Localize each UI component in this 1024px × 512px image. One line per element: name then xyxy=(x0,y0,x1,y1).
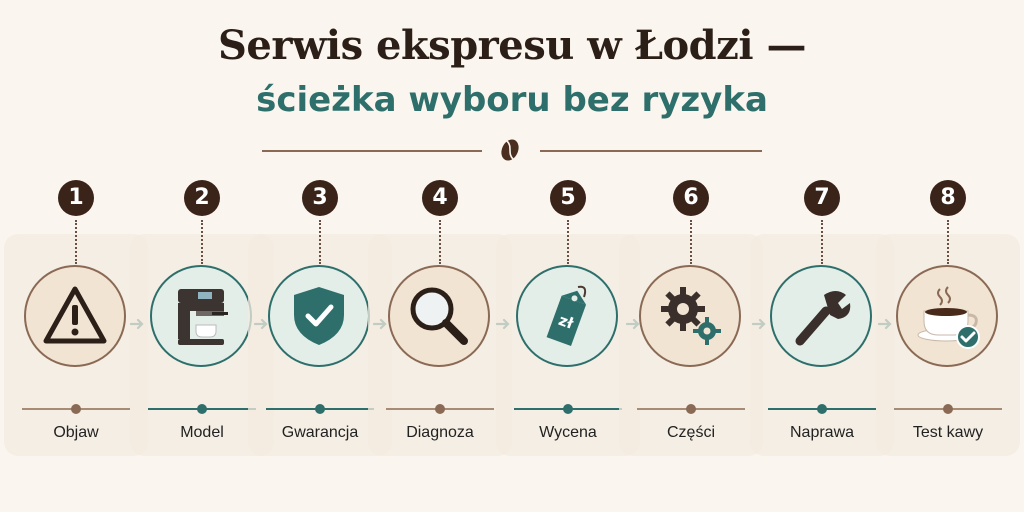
step-icon-circle xyxy=(639,265,741,367)
step-number: 5 xyxy=(550,180,586,216)
step-2: 2 Model xyxy=(130,180,274,460)
step-connector xyxy=(439,220,441,264)
step-icon-circle: zł xyxy=(516,265,618,367)
price-tag-text: zł xyxy=(556,311,576,333)
step-dot xyxy=(71,404,81,414)
step-label: Wycena xyxy=(539,424,597,441)
step-number: 6 xyxy=(673,180,709,216)
step-dot xyxy=(943,404,953,414)
divider-left xyxy=(262,150,482,152)
step-connector xyxy=(75,220,77,264)
step-icon-circle xyxy=(24,265,126,367)
step-icon-circle xyxy=(268,265,370,367)
magnifier-icon xyxy=(410,287,468,345)
step-number: 8 xyxy=(930,180,966,216)
step-connector xyxy=(690,220,692,264)
step-icon-circle xyxy=(770,265,872,367)
step-5: 5 zł Wycena xyxy=(496,180,640,460)
step-number: 1 xyxy=(58,180,94,216)
espresso-machine-icon xyxy=(178,289,228,345)
step-number: 2 xyxy=(184,180,220,216)
step-connector xyxy=(821,220,823,264)
step-connector xyxy=(319,220,321,264)
price-tag-icon: zł xyxy=(546,285,587,346)
shield-check-icon xyxy=(294,287,344,345)
page-title: Serwis ekspresu w Łodzi — xyxy=(218,22,806,69)
warning-icon xyxy=(43,286,107,344)
step-3: 3 Gwarancja xyxy=(248,180,392,460)
step-label: Objaw xyxy=(53,424,99,441)
step-label: Części xyxy=(666,424,715,441)
step-6: 6 Części xyxy=(619,180,763,460)
step-dot xyxy=(315,404,325,414)
step-label: Test kawy xyxy=(912,424,984,441)
step-connector xyxy=(947,220,949,264)
page-subtitle: ścieżka wyboru bez ryzyka xyxy=(256,80,768,120)
step-number: 4 xyxy=(422,180,458,216)
step-icon-circle xyxy=(150,265,252,367)
coffee-bean-icon xyxy=(501,139,519,161)
step-number: 7 xyxy=(804,180,840,216)
step-label: Gwarancja xyxy=(281,424,359,441)
step-8: 8 Test kawy xyxy=(876,180,1020,460)
step-label: Diagnoza xyxy=(406,424,474,441)
step-dot xyxy=(817,404,827,414)
divider-right xyxy=(540,150,762,152)
step-number: 3 xyxy=(302,180,338,216)
step-connector xyxy=(567,220,569,264)
step-4: 4 Diagnoza xyxy=(368,180,512,460)
step-label: Naprawa xyxy=(789,424,855,441)
step-1: 1 Objaw xyxy=(4,180,148,460)
step-dot xyxy=(435,404,445,414)
gears-icon xyxy=(661,287,721,345)
step-connector xyxy=(201,220,203,264)
step-label: Model xyxy=(180,424,224,441)
step-dot xyxy=(563,404,573,414)
step-7: 7 Naprawa xyxy=(750,180,894,460)
step-icon-circle xyxy=(388,265,490,367)
step-dot xyxy=(197,404,207,414)
step-dot xyxy=(686,404,696,414)
wrench-icon xyxy=(795,291,851,346)
coffee-cup-check-icon xyxy=(917,286,980,349)
step-icon-circle xyxy=(896,265,998,367)
